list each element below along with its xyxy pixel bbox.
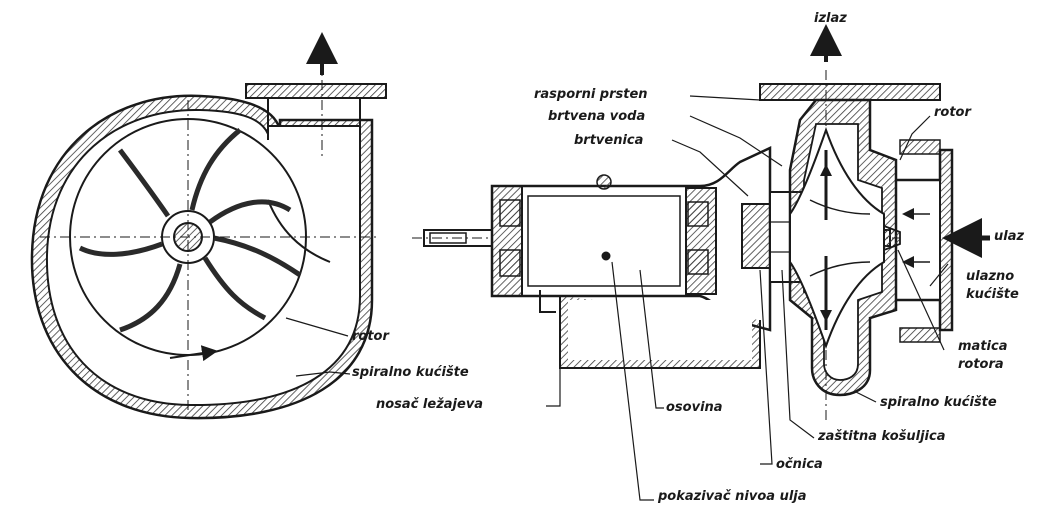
- shaft-keyway: [429, 232, 467, 244]
- label-ulazno-kuciste-2: kućište: [966, 287, 1019, 302]
- leader-lines: [546, 95, 949, 501]
- label-ocnica: očnica: [776, 457, 823, 472]
- label-brtvena-voda: brtvena voda: [548, 109, 646, 124]
- label-spiralno-kuciste-left: spiralno kućište: [352, 365, 469, 380]
- left-view-spiral-casing: [30, 32, 387, 420]
- label-ulaz: ulaz: [994, 229, 1025, 244]
- label-osovina: osovina: [666, 400, 723, 415]
- discharge-flange: [245, 83, 387, 99]
- rotor-nut: [883, 224, 901, 252]
- right-view-section: [412, 24, 990, 501]
- label-rasporni-prsten: rasporni prsten: [534, 87, 648, 102]
- label-rotor-right: rotor: [934, 105, 971, 120]
- label-nosac-lezajeva: nosač ležajeva: [376, 397, 484, 412]
- label-matica-rotora-2: rotora: [958, 357, 1004, 372]
- label-brtvenica: brtvenica: [574, 133, 644, 148]
- label-rotor-left: rotor: [352, 329, 389, 344]
- discharge-flange-right: [759, 83, 941, 101]
- label-izlaz: izlaz: [814, 11, 847, 26]
- label-zastitna-kosuljica: zaštitna košuljica: [818, 429, 946, 444]
- rotor-section: [789, 126, 885, 350]
- impeller-blades: [78, 128, 302, 333]
- label-matica-rotora-1: matica: [958, 339, 1008, 354]
- label-ulazno-kuciste-1: ulazno: [966, 269, 1015, 284]
- bearings: [499, 199, 709, 277]
- label-spiralno-kuciste-right: spiralno kućište: [880, 395, 997, 410]
- label-pokazivac-nivoa-ulja: pokazivač nivoa ulja: [658, 489, 807, 504]
